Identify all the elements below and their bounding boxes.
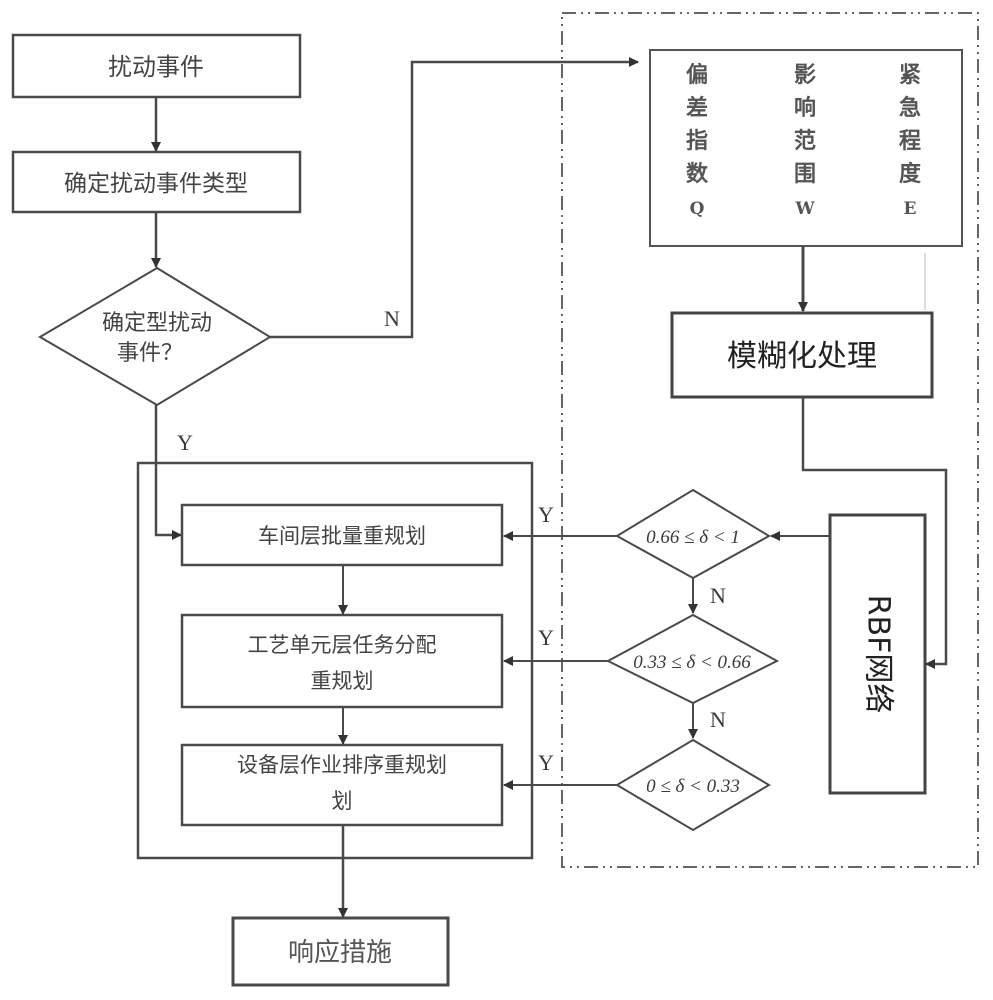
indicator-char: 范 bbox=[794, 128, 816, 154]
edge-fuzzify-rbf bbox=[801, 397, 948, 669]
cond2-yes-label: Y bbox=[538, 625, 554, 650]
indicator-char: 偏 bbox=[686, 62, 708, 88]
indicator-char: 围 bbox=[794, 161, 816, 187]
equipment-node[interactable]: 设备层作业排序重规划 划 bbox=[180, 743, 504, 827]
indicator-char: 数 bbox=[686, 161, 709, 187]
indicator-char: 紧 bbox=[899, 62, 921, 88]
cond2-node[interactable]: 0.33 ≤ δ < 0.66 bbox=[605, 613, 780, 705]
fuzzy-region-boundary bbox=[561, 12, 979, 868]
start-node[interactable]: 扰动事件 bbox=[11, 33, 302, 99]
indicator-char: 影 bbox=[794, 62, 816, 88]
decision-label-line1: 确定型扰动 bbox=[102, 311, 212, 336]
classify-label: 确定扰动事件类型 bbox=[64, 171, 248, 197]
fuzzify-label: 模糊化处理 bbox=[727, 339, 877, 374]
decision-no-label: N bbox=[384, 306, 400, 331]
cond1-no-label: N bbox=[710, 583, 726, 608]
cond1-node[interactable]: 0.66 ≤ δ < 1 bbox=[615, 488, 771, 580]
cond3-node[interactable]: 0 ≤ δ < 0.33 bbox=[615, 738, 771, 832]
cond1-label: 0.66 ≤ δ < 1 bbox=[646, 527, 740, 548]
cond3-label: 0 ≤ δ < 0.33 bbox=[646, 776, 740, 797]
indicator-char: E bbox=[904, 199, 917, 219]
indicator-char: 差 bbox=[686, 95, 708, 121]
edge-decision-yes bbox=[154, 405, 182, 540]
cond2-label: 0.33 ≤ δ < 0.66 bbox=[633, 652, 751, 673]
cell-label-line2: 重规划 bbox=[311, 669, 374, 693]
decision-yes-label: Y bbox=[177, 430, 193, 455]
indicator-char: 急 bbox=[899, 95, 921, 121]
indicator-char: Q bbox=[690, 199, 705, 219]
cond3-yes-label: Y bbox=[538, 750, 554, 775]
workshop-node[interactable]: 车间层批量重规划 bbox=[180, 503, 504, 567]
edge-decision-no bbox=[270, 57, 639, 339]
classify-node[interactable]: 确定扰动事件类型 bbox=[11, 150, 302, 214]
workshop-label: 车间层批量重规划 bbox=[258, 524, 426, 548]
indicator-char: 响 bbox=[794, 95, 816, 121]
indicator-char: W bbox=[794, 199, 815, 219]
decision-label-line2: 事件？ bbox=[117, 341, 183, 366]
fuzzify-node[interactable]: 模糊化处理 bbox=[670, 311, 934, 399]
cell-node[interactable]: 工艺单元层任务分配 重规划 bbox=[180, 613, 504, 709]
response-label: 响应措施 bbox=[288, 938, 392, 968]
cond1-yes-label: Y bbox=[538, 502, 554, 527]
equipment-label-line1: 设备层作业排序重规划 bbox=[237, 753, 447, 777]
cond2-no-label: N bbox=[710, 707, 726, 732]
cell-label-line1: 工艺单元层任务分配 bbox=[248, 633, 437, 657]
indicator-char: 程 bbox=[899, 128, 921, 154]
equipment-label-line2: 划 bbox=[332, 789, 353, 813]
start-label: 扰动事件 bbox=[108, 53, 204, 81]
indicator-char: 度 bbox=[899, 161, 922, 187]
rbf-label: RBF网络 bbox=[861, 595, 896, 714]
indicator-char: 指 bbox=[686, 128, 708, 154]
rbf-node[interactable]: RBF网络 bbox=[828, 513, 927, 795]
response-node[interactable]: 响应措施 bbox=[231, 916, 450, 987]
decision-node[interactable]: 确定型扰动 事件？ bbox=[38, 266, 272, 407]
